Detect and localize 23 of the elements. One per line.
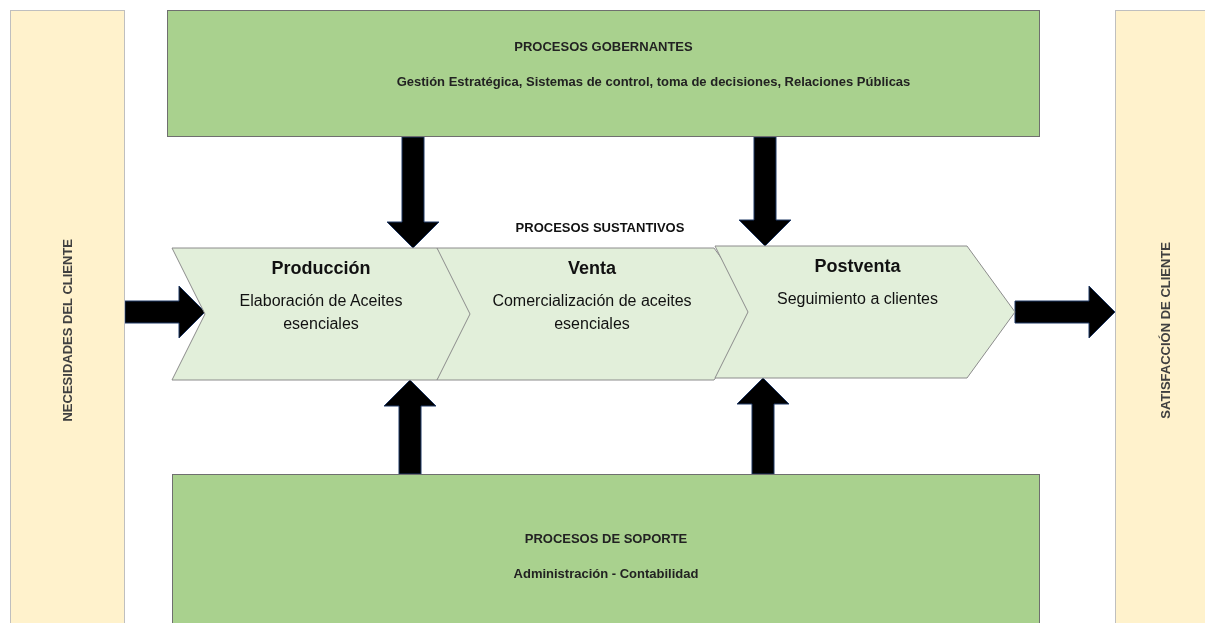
- section-heading: PROCESOS SUSTANTIVOS: [515, 220, 685, 235]
- process-title: Venta: [568, 258, 616, 279]
- band-title: NECESIDADES DEL CLIENTE: [60, 238, 75, 422]
- process-title: Postventa: [814, 256, 901, 277]
- process-text: Elaboración de Aceites esenciales: [238, 291, 404, 335]
- box-text: Administración - Contabilidad: [513, 566, 699, 581]
- block-arrow: [738, 136, 792, 247]
- band-title: SATISFACCIÓN DE CLIENTE: [1157, 241, 1173, 419]
- block-arrow: [736, 377, 790, 475]
- side-band: [1115, 10, 1205, 623]
- process-box: [167, 10, 1040, 137]
- box-title: PROCESOS DE SOPORTE: [524, 531, 688, 546]
- block-arrow: [1014, 285, 1116, 339]
- process-text: Seguimiento a clientes: [777, 289, 938, 309]
- box-text: Gestión Estratégica, Sistemas de control, toma de decisiones, Relaciones Públicas: [396, 74, 911, 89]
- box-title: PROCESOS GOBERNANTES: [514, 39, 693, 54]
- block-arrow: [383, 379, 437, 475]
- process-title: Producción: [271, 258, 371, 279]
- block-arrow: [124, 285, 206, 339]
- block-arrow: [386, 136, 440, 249]
- side-band: [10, 10, 125, 623]
- process-box: [172, 474, 1040, 623]
- process-text: Comercialización de aceites esenciales: [491, 291, 693, 335]
